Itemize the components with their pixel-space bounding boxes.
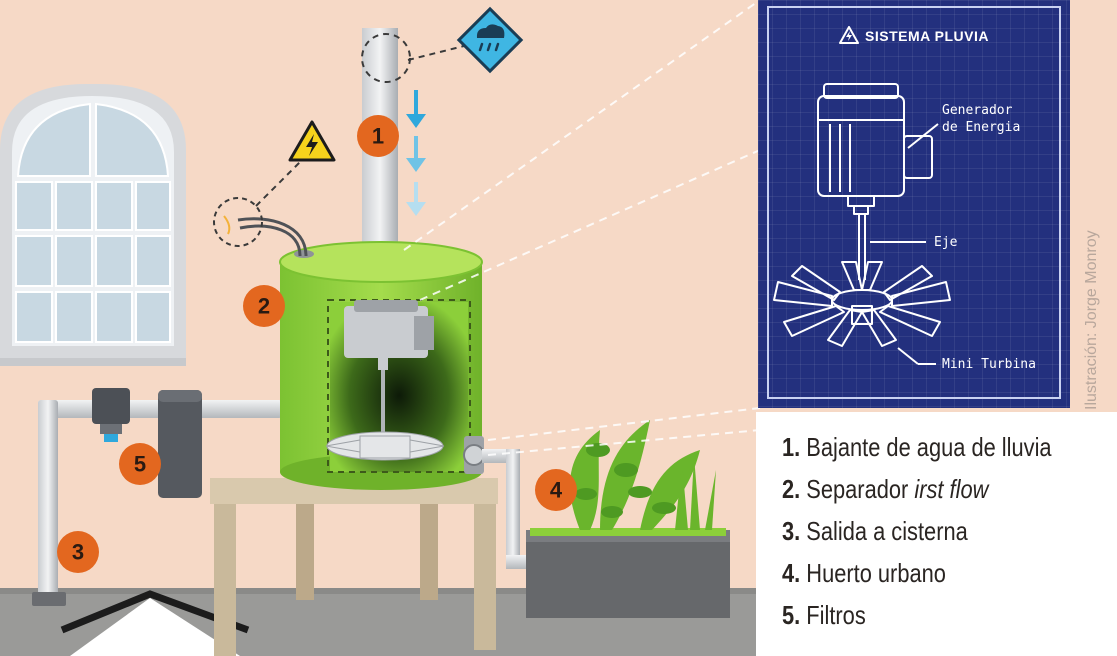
blueprint-title: SISTEMA PLUVIA (758, 26, 1070, 47)
svg-text:1: 1 (372, 124, 384, 149)
cable-callout (213, 197, 263, 247)
badge-4: 4 (535, 469, 577, 511)
svg-text:3: 3 (72, 540, 84, 565)
legend-item: 2. Separador irst flow (782, 474, 989, 504)
label-generator: Generador de Energia (942, 103, 1021, 135)
filter-unit (92, 388, 202, 498)
legend-panel: 1. Bajante de agua de lluvia 2. Separado… (756, 412, 1117, 656)
svg-text:2: 2 (258, 294, 270, 319)
legend-item: 5. Filtros (782, 600, 866, 630)
svg-text:5: 5 (134, 452, 146, 477)
blueprint-drawing (773, 83, 951, 365)
legend-list: 1. Bajante de agua de lluvia 2. Separado… (782, 426, 1103, 636)
water-flow-arrows (406, 90, 426, 216)
blueprint-panel: SISTEMA PLUVIA (758, 0, 1070, 408)
badge-1: 1 (357, 115, 399, 157)
svg-text:4: 4 (550, 478, 563, 503)
legend-item: 3. Salida a cisterna (782, 516, 968, 546)
badge-5: 5 (119, 443, 161, 485)
legend-item: 4. Huerto urbano (782, 558, 946, 588)
blueprint-frame (767, 6, 1061, 399)
garden-pipe (482, 449, 530, 569)
badge-3: 3 (57, 531, 99, 573)
label-axis: Eje (934, 235, 958, 250)
legend-item: 1. Bajante de agua de lluvia (782, 432, 1052, 462)
label-turbine: Mini Turbina (942, 357, 1036, 372)
urban-garden-planter (526, 420, 730, 618)
arched-window (0, 83, 186, 366)
warning-triangle-icon (839, 26, 860, 47)
rain-cloud-icon (456, 6, 524, 74)
table (210, 478, 498, 656)
separator-tank (279, 241, 485, 490)
illustration-credit: Ilustración: Jorge Monroy (1083, 230, 1100, 410)
badge-2: 2 (243, 285, 285, 327)
high-voltage-warning-icon (288, 120, 336, 162)
